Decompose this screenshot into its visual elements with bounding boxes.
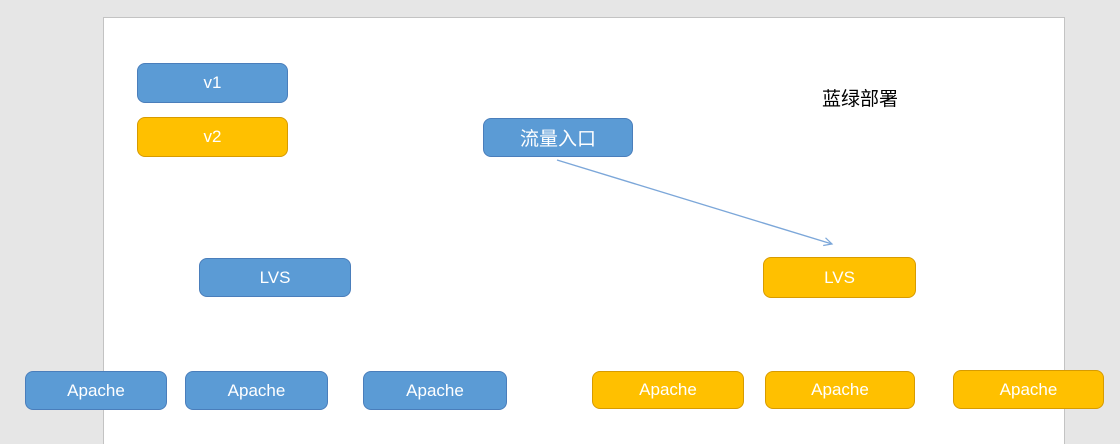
blue-apache-node-3[interactable]: Apache: [363, 371, 507, 410]
blue-apache-node-1[interactable]: Apache: [25, 371, 167, 410]
blue-apache-label-1: Apache: [67, 380, 125, 400]
blue-lvs-label: LVS: [259, 267, 291, 287]
blue-apache-label-2: Apache: [227, 380, 286, 400]
traffic-entry-label: 流量入口: [519, 129, 596, 150]
legend-v2-label: v2: [203, 127, 222, 146]
traffic-to-green-lvs-arrow[interactable]: [556, 159, 834, 247]
blue-apache-node-2[interactable]: Apache: [185, 371, 328, 410]
traffic-entry-node[interactable]: 流量入口: [483, 118, 633, 157]
green-lvs-label: LVS: [824, 267, 855, 287]
blue-lvs-node[interactable]: LVS: [199, 258, 351, 297]
green-apache-label-1: Apache: [639, 380, 697, 399]
diagram-title[interactable]: 蓝绿部署: [822, 89, 899, 110]
green-apache-node-3[interactable]: Apache: [953, 370, 1104, 409]
legend-v1-node[interactable]: v1: [137, 63, 288, 103]
legend-v2-node[interactable]: v2: [137, 117, 288, 157]
blue-apache-label-3: Apache: [406, 380, 464, 400]
green-apache-node-1[interactable]: Apache: [592, 371, 744, 409]
green-apache-label-2: Apache: [811, 380, 869, 399]
green-apache-label-3: Apache: [999, 379, 1058, 399]
green-apache-node-2[interactable]: Apache: [765, 371, 915, 409]
legend-v1-label: v1: [203, 73, 222, 92]
green-lvs-node[interactable]: LVS: [763, 257, 916, 298]
